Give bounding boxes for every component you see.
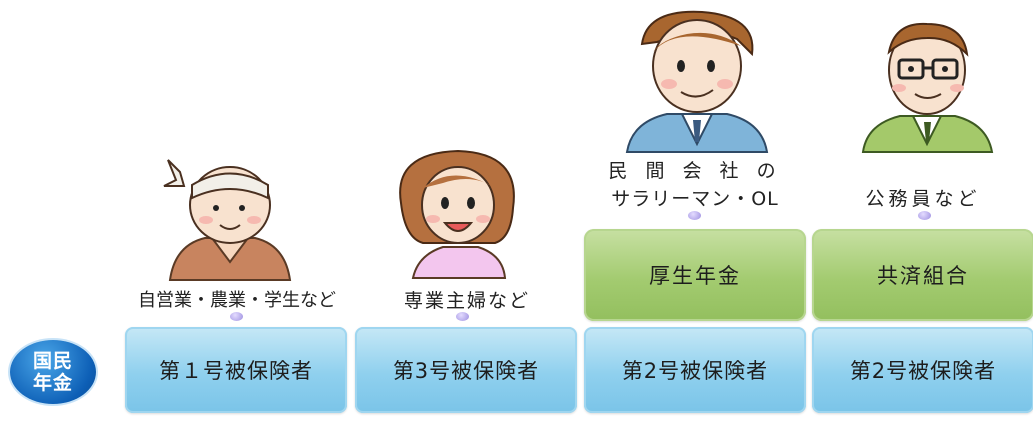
connector-dot: [688, 211, 701, 220]
badge-line2: 年金: [32, 372, 73, 394]
category-box-2-private: 第2号被保険者: [584, 327, 806, 413]
farmer-icon: [163, 159, 292, 281]
badge-line1: 国民: [32, 350, 73, 372]
label-self-employed: 自営業・農業・学生など: [138, 290, 336, 311]
label-housewife: 専業主婦など: [403, 290, 530, 312]
kokumin-nenkin-badge: 国民 年金: [10, 340, 96, 404]
connector-dot: [230, 312, 243, 321]
civil-servant-icon: [861, 22, 994, 153]
category-box-1: 第１号被保険者: [125, 327, 347, 413]
label-civil-servant: 公務員など: [865, 188, 981, 210]
housewife-icon: [399, 149, 515, 279]
kyosai-kumiai-box: 共済組合: [812, 229, 1033, 321]
kosei-nenkin-box: 厚生年金: [584, 229, 806, 321]
salaryman-icon: [625, 10, 769, 153]
category-box-3: 第3号被保険者: [355, 327, 577, 413]
connector-dot: [918, 211, 931, 220]
label-company-line1: 民 間 会 社 の: [608, 160, 782, 182]
category-box-2-public: 第2号被保険者: [812, 327, 1033, 413]
label-company-line2: サラリーマン・OL: [611, 188, 779, 210]
connector-dot: [456, 312, 469, 321]
